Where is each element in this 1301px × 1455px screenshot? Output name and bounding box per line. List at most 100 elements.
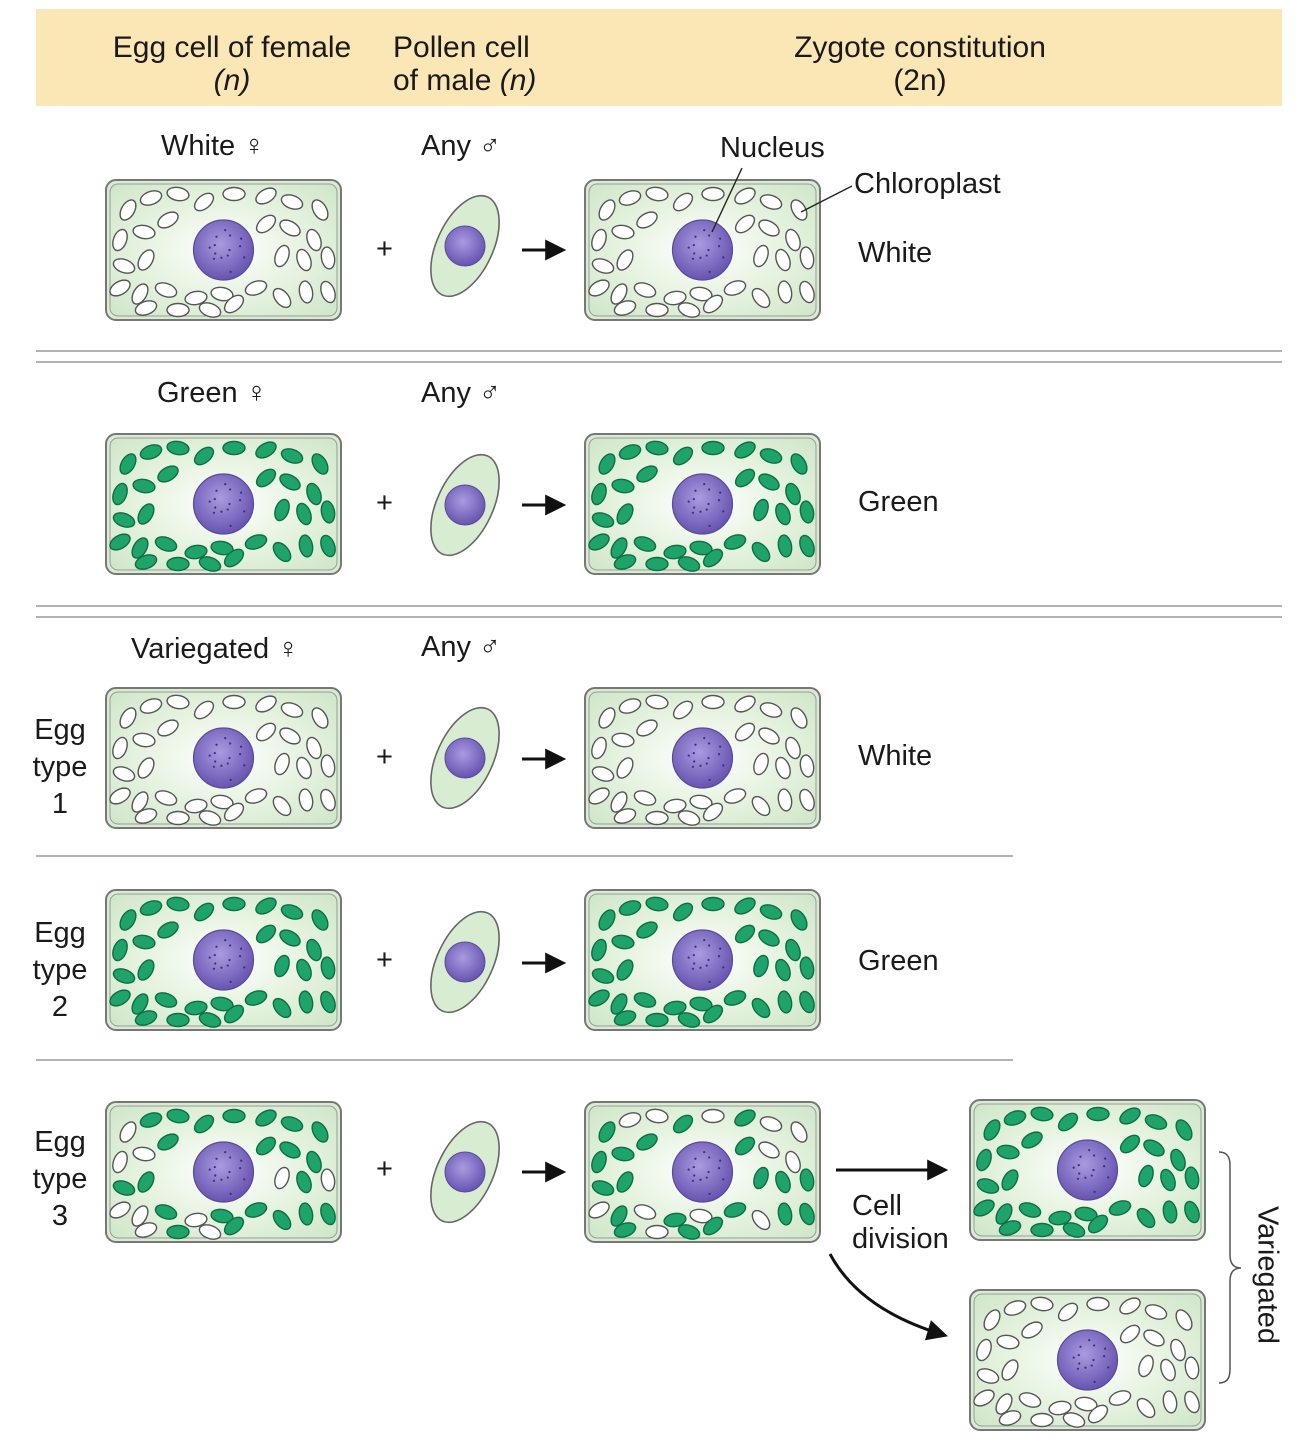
chloroplast-white (255, 214, 277, 234)
nucleus-speckle (717, 1167, 721, 1170)
chloroplast-white (689, 286, 713, 302)
nucleus-speckle (692, 497, 695, 501)
chloroplast-white (166, 186, 190, 202)
chloroplast-green (154, 536, 178, 552)
nucleus-speckle (708, 742, 711, 745)
nucleus-speckle (707, 248, 710, 252)
nucleus-speckle (213, 497, 216, 501)
nucleus (671, 219, 734, 281)
nucleus-speckle (722, 966, 725, 969)
chloroplast-green (1144, 1114, 1168, 1130)
chloroplast-white (222, 186, 246, 202)
nucleus-speckle (220, 256, 223, 259)
nucleus-speckle (692, 243, 695, 247)
section-separators (36, 350, 1282, 618)
chloroplast-green (255, 441, 277, 459)
chloroplast-green (1030, 1222, 1054, 1238)
nucleus-speckle (212, 967, 216, 970)
chloroplast-white (723, 280, 747, 296)
male-symbol: ♂ (479, 130, 501, 162)
chloroplast-green (296, 1170, 312, 1194)
chloroplast-white (759, 702, 783, 718)
nucleus-speckle (1090, 1174, 1093, 1177)
chloroplast-green (1018, 1202, 1042, 1218)
pollen-nucleus (444, 1151, 486, 1193)
chloroplast-green (1162, 1200, 1178, 1224)
chloroplast-green (613, 1010, 637, 1026)
chloroplast-white (166, 694, 190, 710)
chloroplast-green (758, 473, 780, 491)
chloroplast-green (306, 938, 322, 962)
chloroplast-green (137, 1171, 155, 1193)
nucleus-speckle (213, 953, 216, 957)
nucleus-speckle (694, 489, 697, 492)
nucleus-speckle (687, 500, 690, 503)
nucleus-speckle (212, 257, 216, 260)
section-2-male-label: Any ♂ (421, 377, 501, 410)
nucleus-speckle (694, 945, 697, 948)
chloroplast-green (723, 1202, 747, 1218)
chloroplast-white (995, 1393, 1013, 1415)
chloroplast-green (689, 996, 713, 1012)
chloroplast-white (112, 766, 136, 782)
nucleus-speckle (229, 488, 232, 491)
chloroplast-green (996, 1144, 1020, 1160)
nucleus-speckle (238, 245, 242, 248)
chloroplast-white (223, 802, 245, 822)
header-pollen-col-line2: of male (393, 64, 492, 97)
chloroplast-green (588, 533, 610, 551)
nucleus-speckle (707, 958, 710, 962)
female-phenotype-variegated: Variegated (131, 633, 270, 665)
chloroplast-green (132, 934, 156, 950)
nucleus-speckle (722, 256, 725, 259)
nucleus-speckle (717, 753, 721, 756)
nucleus-speckle (240, 1159, 243, 1162)
chloroplast-green (613, 1222, 637, 1238)
chloroplast-white (591, 258, 615, 274)
nucleus-speckle (703, 938, 706, 942)
chloroplast-green (279, 473, 301, 491)
chloroplast-green (112, 1180, 136, 1196)
chloroplast-green (166, 1012, 190, 1028)
daughter-cell-white (969, 1289, 1206, 1431)
nucleus-speckle (694, 235, 697, 238)
chloroplast-green (1086, 1106, 1110, 1122)
chloroplast-white (272, 287, 292, 309)
chloroplast-green (1170, 1148, 1186, 1172)
chloroplast-white (775, 756, 791, 780)
nucleus-speckle (708, 778, 711, 781)
chloroplast-green (166, 1108, 190, 1124)
chloroplast-green (132, 478, 156, 494)
chloroplast-white (618, 1112, 642, 1128)
chloroplast-green (799, 534, 815, 558)
pollen-cell (430, 194, 500, 298)
chloroplast-green (244, 534, 268, 550)
nucleus-speckle (226, 1176, 229, 1179)
chloroplast-white (119, 199, 137, 221)
chloroplast-white (998, 1410, 1022, 1426)
chloroplast-green (210, 1208, 234, 1224)
chloroplast-white (618, 698, 642, 714)
chloroplast-green (973, 1199, 995, 1217)
chloroplast-green (616, 503, 634, 525)
nucleus-speckle (703, 736, 706, 740)
nucleus-speckle (1107, 1366, 1110, 1369)
chloroplast-green (591, 968, 615, 984)
chloroplast-white (279, 727, 301, 745)
chloroplast-white (1057, 1302, 1079, 1322)
nucleus-speckle (220, 764, 223, 767)
chloroplast-white (1143, 1329, 1165, 1347)
nucleus-speckle (1076, 1367, 1080, 1370)
nucleus (1056, 1139, 1119, 1201)
nucleus-speckle (226, 964, 229, 967)
chloroplast-white (210, 286, 234, 302)
pollen-cell (430, 910, 500, 1014)
chloroplast-green (1184, 1166, 1200, 1190)
chloroplast-white (613, 808, 637, 824)
nucleus-speckle (691, 511, 695, 514)
chloroplast-green (976, 1178, 1000, 1194)
nucleus-speckle (1092, 1358, 1095, 1362)
nucleus-speckle (708, 1156, 711, 1159)
nucleus-speckle (243, 510, 246, 513)
chloroplast-green (137, 503, 155, 525)
